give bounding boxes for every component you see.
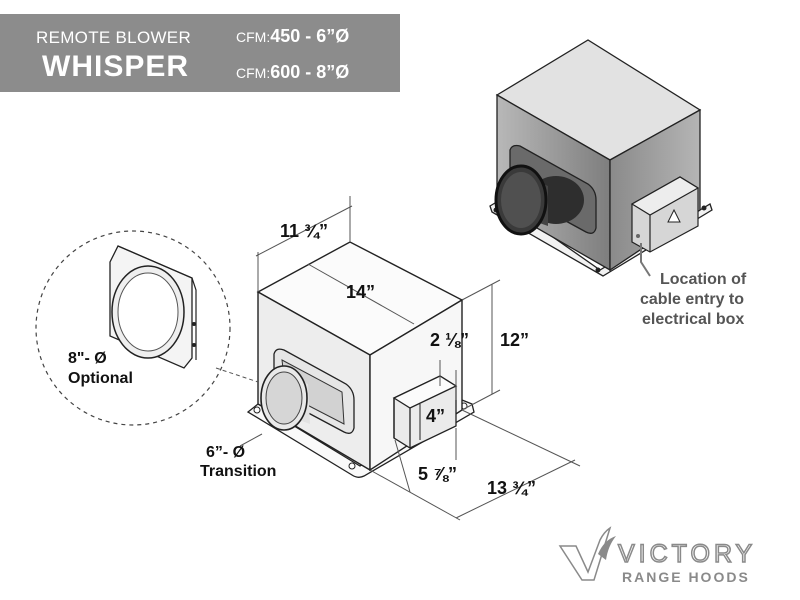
dimension-lines (255, 196, 581, 521)
shaded-blower-view (489, 39, 713, 277)
optional-label: Optional (68, 370, 133, 387)
optional-size-label: 8"- Ø (68, 350, 107, 367)
dim-offset-top: 2 ⅛” (430, 330, 469, 350)
logo-subtitle: RANGE HOODS (622, 569, 750, 585)
dim-width: 14” (346, 282, 375, 302)
spec-450-prefix: CFM: (236, 29, 271, 45)
title-banner: REMOTE BLOWER WHISPER CFM:450 - 6”Ø CFM:… (0, 14, 400, 92)
warning-icon (667, 208, 681, 223)
optional-collar-detail (35, 230, 263, 447)
transition-size-label: 6”- Ø (206, 444, 245, 461)
dim-box-height: 4” (426, 406, 445, 426)
cable-entry-leader (640, 243, 651, 277)
transition-label: Transition (200, 463, 276, 480)
spec-600-prefix: CFM: (236, 65, 271, 81)
banner-title: WHISPER (42, 50, 190, 83)
logo-brand: VICTORY (618, 540, 756, 568)
cable-note-line2: cable entry to (640, 291, 744, 308)
cable-note-line3: electrical box (642, 311, 744, 328)
spec-600: CFM:600 - 8”Ø (236, 62, 349, 83)
dim-depth: 11 ¾” (280, 221, 328, 241)
banner-subtitle: REMOTE BLOWER (36, 28, 192, 47)
main-blower-view (246, 241, 475, 478)
spec-450: CFM:450 - 6”Ø (236, 26, 349, 47)
spec-450-value: 450 - 6”Ø (270, 26, 350, 46)
spec-600-value: 600 - 8”Ø (270, 62, 350, 82)
cable-note-line1: Location of (660, 271, 747, 288)
dim-offset-bottom: 5 ⅞” (418, 464, 457, 484)
dim-overall: 13 ¾” (487, 478, 536, 498)
victory-logo: VICTORY RANGE HOODS (558, 526, 756, 585)
dim-height: 12” (500, 330, 529, 350)
